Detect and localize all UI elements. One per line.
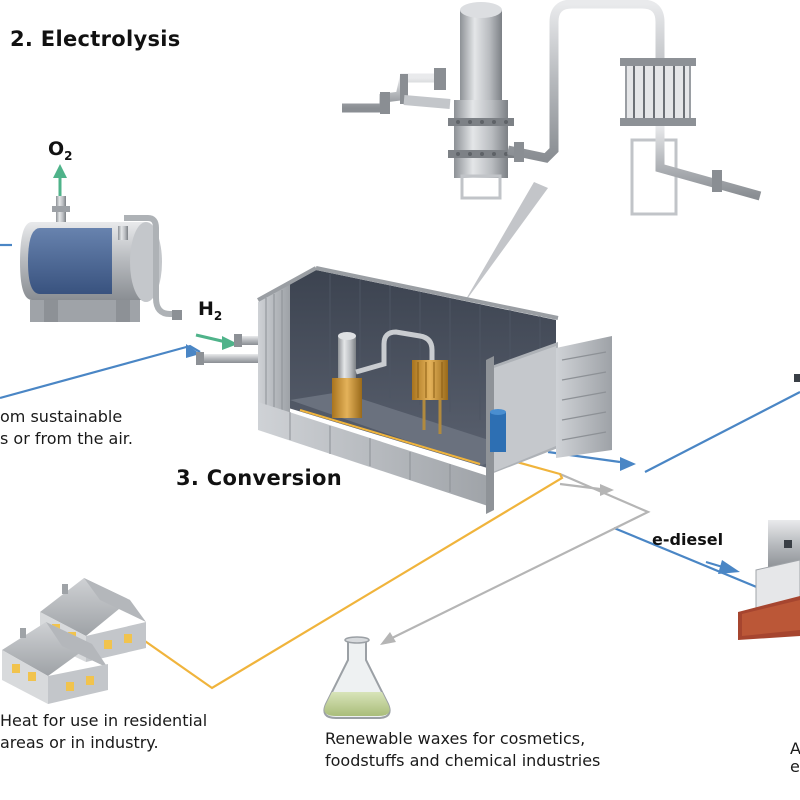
hydrogen-label: H2 — [198, 298, 222, 323]
ediesel-line-upper — [644, 391, 800, 473]
reactor-equipment-detail — [342, 0, 762, 216]
oxygen-label: O2 — [48, 138, 73, 163]
electrolysis-tank — [20, 196, 182, 322]
feed-pipes — [196, 334, 262, 365]
wax-flask — [323, 636, 391, 719]
wax-caption-line2: foodstuffs and chemical industries — [325, 751, 601, 770]
gray-flow-lines — [387, 472, 651, 641]
callout-wedge — [462, 182, 548, 306]
wax-arrowhead — [380, 632, 396, 645]
ediesel-feed-line — [705, 560, 727, 570]
outflow-arrowhead — [620, 457, 636, 471]
gray-arrowhead-2 — [600, 484, 614, 496]
hydrogen-symbol: H — [198, 298, 214, 320]
co2-source-caption-line2: s or from the air. — [0, 429, 133, 448]
heat-caption-line2: areas or in industry. — [0, 733, 159, 752]
wax-line — [387, 472, 651, 641]
ediesel-arrowhead — [718, 560, 740, 574]
gray-arrowheads — [380, 484, 614, 645]
conversion-title: 3. Conversion — [176, 466, 342, 490]
edge-caption-line1: A — [790, 739, 800, 758]
co2-source-caption-line1: om sustainable — [0, 407, 123, 426]
oxygen-subscript: 2 — [64, 148, 73, 163]
residential-houses — [2, 578, 146, 704]
oxygen-arrow — [53, 164, 67, 196]
hydrogen-arrow — [195, 333, 238, 350]
conversion-container — [257, 266, 612, 514]
ediesel-label: e-diesel — [652, 530, 724, 549]
oxygen-symbol: O — [48, 138, 65, 160]
electrolysis-title: 2. Electrolysis — [10, 27, 181, 51]
hydrogen-subscript: 2 — [213, 308, 223, 323]
wax-caption-line1: Renewable waxes for cosmetics, — [325, 729, 586, 748]
ediesel-vessel — [738, 374, 800, 640]
edge-caption-line2: e — [790, 757, 800, 776]
heat-caption-line1: Heat for use in residential — [0, 711, 208, 730]
co2-inflow-line — [0, 344, 201, 400]
